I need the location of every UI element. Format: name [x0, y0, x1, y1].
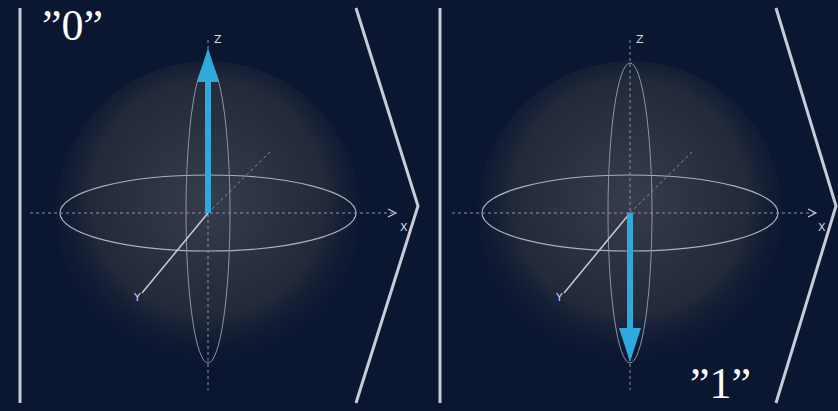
axis-label: Y — [134, 292, 141, 303]
axis-label: Z — [636, 34, 644, 45]
axis-label: Z — [214, 34, 222, 45]
right-ket — [440, 8, 836, 403]
bloch-sphere-left — [30, 40, 396, 390]
axis-label: X — [400, 222, 408, 233]
axis-label: Y — [556, 292, 563, 303]
state-label: ”1” — [690, 362, 751, 406]
left-ket — [20, 8, 418, 403]
state-label: ”0” — [42, 4, 103, 48]
axis-label: X — [818, 222, 826, 233]
bloch-sphere-right — [452, 40, 816, 390]
